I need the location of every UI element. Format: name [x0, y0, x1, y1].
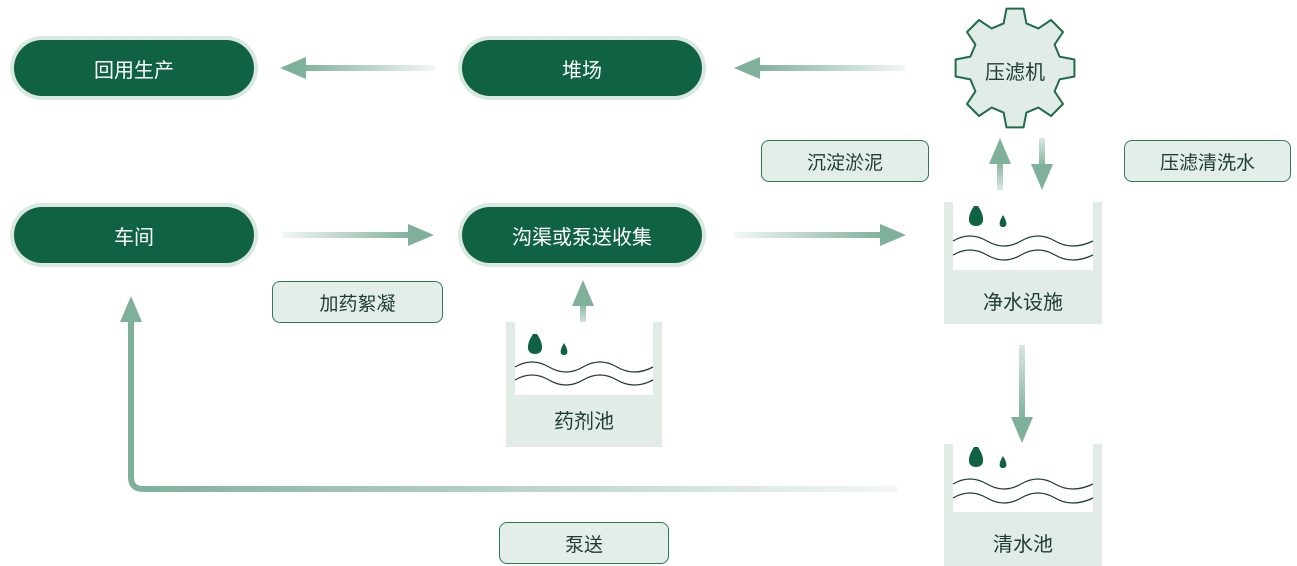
tank-icon-purification: [944, 202, 1102, 324]
arrow-purification-to-clearwater: [1011, 345, 1033, 443]
node-chemical-tank: 药剂池: [554, 409, 614, 433]
arrow-clearwater-to-workshop: [120, 296, 897, 492]
node-reuse-production: 回用生产: [14, 40, 254, 96]
label-sediment: 沉淀淤泥: [761, 140, 929, 182]
node-workshop: 车间: [14, 207, 254, 263]
arrow-filterpress-to-stockpile: [734, 57, 905, 79]
arrow-workshop-to-collection: [282, 224, 434, 246]
node-filter-press: 压滤机: [985, 60, 1045, 84]
tank-icon-clearwater: [944, 444, 1102, 566]
label-add-flocculant: 加药絮凝: [272, 281, 443, 323]
arrow-filterpress-to-purification: [1031, 138, 1053, 190]
gear-icon: [954, 7, 1076, 129]
label-press-wash-water: 压滤清洗水: [1124, 140, 1291, 182]
arrow-chemical-to-collection: [572, 280, 594, 324]
tank-icon-chemical: [506, 322, 662, 447]
label-pumping: 泵送: [499, 522, 669, 564]
node-purification: 净水设施: [983, 290, 1063, 314]
arrow-collection-to-purification: [734, 224, 906, 246]
node-stockpile: 堆场: [462, 40, 702, 96]
arrow-purification-to-filterpress: [989, 138, 1011, 190]
node-clear-water-tank: 清水池: [993, 532, 1053, 556]
arrow-stockpile-to-reuse: [280, 57, 435, 79]
node-collection: 沟渠或泵送收集: [462, 207, 702, 263]
